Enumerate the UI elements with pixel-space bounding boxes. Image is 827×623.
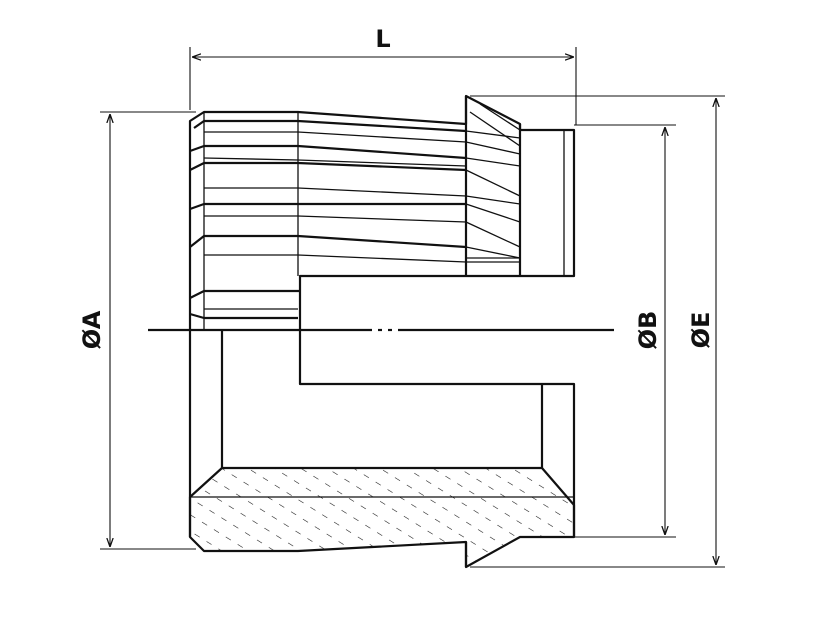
length-label: L — [375, 25, 390, 53]
bore-outline — [298, 330, 576, 537]
diameter-a-label: ØA — [78, 310, 106, 349]
insert-section-view — [188, 330, 576, 569]
dimension-diameter-b: ØB — [572, 124, 676, 538]
diameter-e-label: ØE — [687, 312, 715, 349]
insert-external-view — [188, 94, 576, 330]
dimension-length: L — [189, 25, 577, 125]
diameter-b-label: ØB — [634, 311, 662, 350]
thread-crests — [189, 119, 467, 320]
insert-upper-outline — [188, 94, 576, 330]
collar-teeth — [465, 103, 521, 263]
dimension-diameter-e: ØE — [470, 95, 725, 568]
dimension-diameter-a: ØA — [78, 111, 196, 550]
hatched-wall-section — [188, 466, 576, 569]
